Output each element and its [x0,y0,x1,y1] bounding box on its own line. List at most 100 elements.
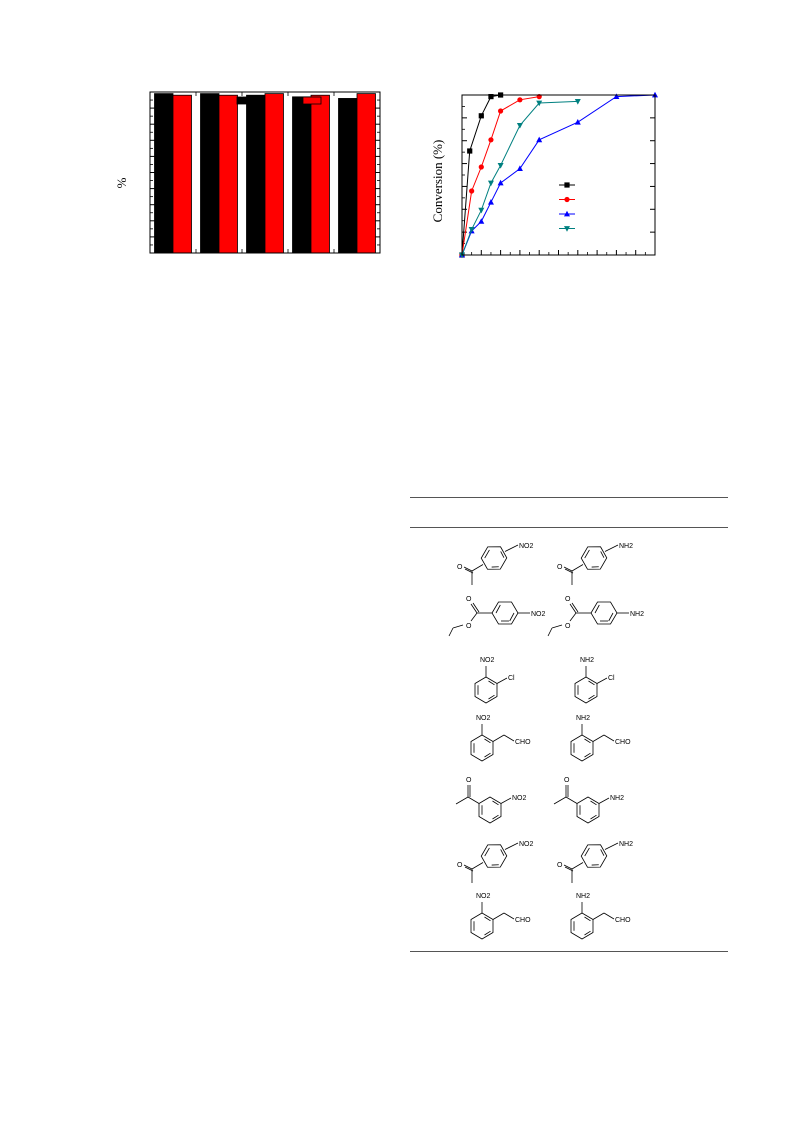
series-3-point [468,227,475,233]
structure-product-5: NH2 O [553,777,624,824]
label-o: O [564,777,570,784]
structure-reactant-7: NO2 CHO [470,893,531,940]
label-cl: Cl [508,675,515,682]
bar-red-4 [310,94,330,254]
series-line-3 [461,100,578,256]
label-no2: NO2 [476,893,491,900]
series-0-point [478,113,484,119]
label-o: O [466,596,472,603]
label-no2: NO2 [476,715,491,722]
series-3-point [497,163,504,169]
bar-chart-svg: % [114,91,381,254]
structure-product-2: NH2 O O [547,596,644,637]
series-3-point [516,123,523,129]
line-chart-y-axis-label: Conversion (%) [430,140,445,223]
bar-chart: % [100,80,400,270]
label-nh2: NH2 [630,611,644,618]
label-o: O [557,564,563,571]
legend-marker-2 [564,210,570,217]
series-1-point [469,188,475,194]
label-cho: CHO [615,739,631,746]
bar-black-1 [154,93,174,254]
series-2-point [478,218,485,224]
series-line-2 [461,94,656,256]
line-chart-ticks [461,94,656,256]
bar-red-1 [172,94,192,254]
series-3-point [487,180,494,187]
label-nh2: NH2 [619,841,633,848]
series-3-point [478,207,485,214]
label-o: O [466,623,472,630]
label-o: O [457,564,463,571]
bar-chart-marks [154,93,376,254]
structure-reactant-2: NO2 O O [448,596,546,637]
label-o: O [557,862,563,869]
line-chart-svg: Conversion (%) [430,91,658,259]
label-no2: NO2 [512,795,527,802]
series-2-point [574,119,581,125]
bar-red-5 [356,93,376,254]
label-cho: CHO [515,917,531,924]
bar-red-2 [218,94,238,254]
series-1-point [488,137,494,143]
series-3-point [574,99,581,105]
label-nh2: NH2 [619,543,633,550]
series-1-point [517,97,523,103]
table-body: NO2 O NH2 O NO2 O [410,528,728,951]
structure-reactant-5: NO2 O [455,777,527,824]
line-chart: Conversion (%) [425,85,670,265]
structure-product-3: NH2 Cl [574,657,615,704]
label-no2: NO2 [519,841,534,848]
line-chart-legend [559,182,575,232]
structure-reactant-1: NO2 O [457,540,534,585]
bar-black-4 [292,96,312,254]
structure-product-7: NH2 CHO [570,893,631,940]
label-o: O [466,777,472,784]
label-no2: NO2 [480,657,495,664]
series-1-point [478,164,484,170]
legend-swatch-red [302,96,322,105]
bar-black-3 [246,94,266,254]
series-0-point [488,94,494,100]
bar-black-2 [200,93,220,254]
bar-chart-frame [149,91,381,254]
label-no2: NO2 [531,611,546,618]
structure-product-6: NH2 O [557,838,633,883]
series-2-point [497,179,504,186]
label-cl: Cl [608,675,615,682]
label-cho: CHO [515,739,531,746]
structure-reactant-6: NO2 O [457,838,534,883]
series-line-1 [461,96,540,256]
bar-black-5 [338,98,358,254]
legend-marker-0 [564,182,570,188]
series-2-point [487,199,494,205]
structure-reactant-3: NO2 Cl [474,657,515,704]
table-rule-bottom [410,951,728,952]
label-no2: NO2 [519,543,534,550]
table-rule-header [410,527,728,528]
legend-marker-1 [564,196,570,203]
label-nh2: NH2 [576,715,590,722]
label-nh2: NH2 [610,795,624,802]
structures-svg: NO2 O NH2 O NO2 O [448,540,644,940]
structure-product-4: NH2 CHO [570,715,631,762]
line-chart-marks [459,91,658,259]
bar-chart-y-axis-label: % [114,177,129,188]
series-2-point [536,136,543,143]
legend-swatch-black [236,96,256,105]
structure-product-1: NH2 O [557,540,633,585]
table-rule-top [410,497,728,498]
label-nh2: NH2 [576,893,590,900]
label-nh2: NH2 [580,657,594,664]
bar-red-3 [264,93,284,254]
series-2-point [613,93,620,99]
structure-reactant-4: NO2 CHO [470,715,531,762]
label-cho: CHO [615,917,631,924]
legend-marker-3 [564,226,570,232]
series-1-point [498,108,504,114]
series-3-point [536,100,543,107]
series-0-point [467,148,473,154]
label-o: O [565,596,571,603]
label-o: O [565,623,571,630]
line-chart-frame [461,94,656,256]
